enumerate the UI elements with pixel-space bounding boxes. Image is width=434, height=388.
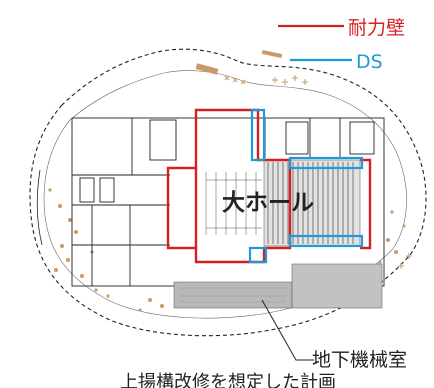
legend-bearing-wall-label: 耐力壁 bbox=[348, 17, 405, 39]
site-boundary bbox=[29, 48, 427, 337]
planting-group bbox=[48, 49, 406, 312]
stage-grid bbox=[205, 172, 262, 235]
legend: 耐力壁 DS bbox=[278, 17, 405, 73]
basement-machine-room bbox=[173, 263, 383, 309]
auditorium-seating bbox=[263, 159, 361, 247]
duct-shafts bbox=[248, 108, 364, 264]
inner-boundary bbox=[43, 70, 407, 319]
main-hall-label: 大ホール bbox=[222, 190, 314, 216]
left-boundary-arc bbox=[36, 169, 43, 246]
caption-label: 上揚構改修を想定した計画 bbox=[120, 372, 336, 388]
machine-room-label: 地下機械室 bbox=[312, 349, 407, 371]
callout-leader bbox=[261, 299, 314, 361]
legend-ds-label: DS bbox=[356, 51, 383, 73]
